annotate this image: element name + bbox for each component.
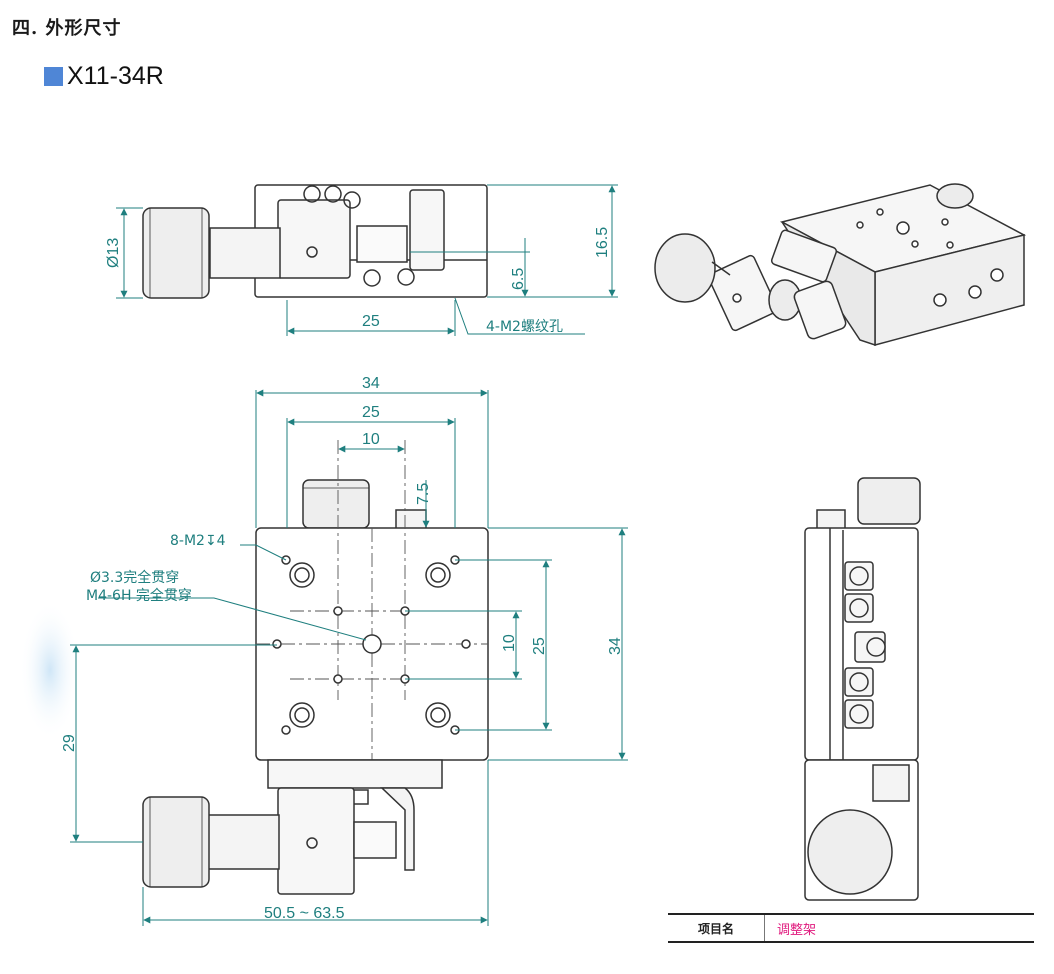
top-view-dimensions [70,389,628,926]
background-glow [20,600,80,740]
thread-callout: 4-M2螺纹孔 [486,319,563,335]
dim-width-inner: 10 [362,431,380,448]
model-heading: X11-34R [44,62,164,91]
dim-height-total: 16.5 [594,227,611,258]
dim-width-holes: 25 [362,404,380,421]
dim-width-outer: 34 [362,375,380,392]
square-bullet-icon [44,67,63,86]
model-title: X11-34R [67,62,164,90]
right-side-view [804,477,921,901]
note-thread-holes: 8-M2↧4 [170,533,226,549]
title-block-label: 项目名 [668,915,765,941]
dim-height-mid: 6.5 [510,268,527,290]
side-view [142,184,488,299]
note-through-hole: Ø3.3完全贯穿 [90,569,179,586]
section-heading: 四. 外形尺寸 [12,18,122,39]
dim-hole-spacing: 25 [362,313,380,330]
dim-height-holes: 25 [531,637,548,655]
dim-travel-range: 50.5 ~ 63.5 [264,905,345,922]
dim-height-inner: 10 [501,634,518,652]
title-block-value: 调整架 [777,922,817,938]
dim-height-outer: 34 [607,637,624,655]
dim-knob-offset: 29 [61,734,78,752]
dim-knob-diameter: Ø13 [105,238,122,268]
title-block: 项目名 调整架 [668,913,1034,943]
side-view-dimensions [116,184,618,336]
top-view [142,440,520,895]
note-tapped-hole: M4-6H 完全贯穿 [86,587,192,604]
isometric-view [654,183,1027,347]
dim-offset: 7.5 [415,483,432,505]
